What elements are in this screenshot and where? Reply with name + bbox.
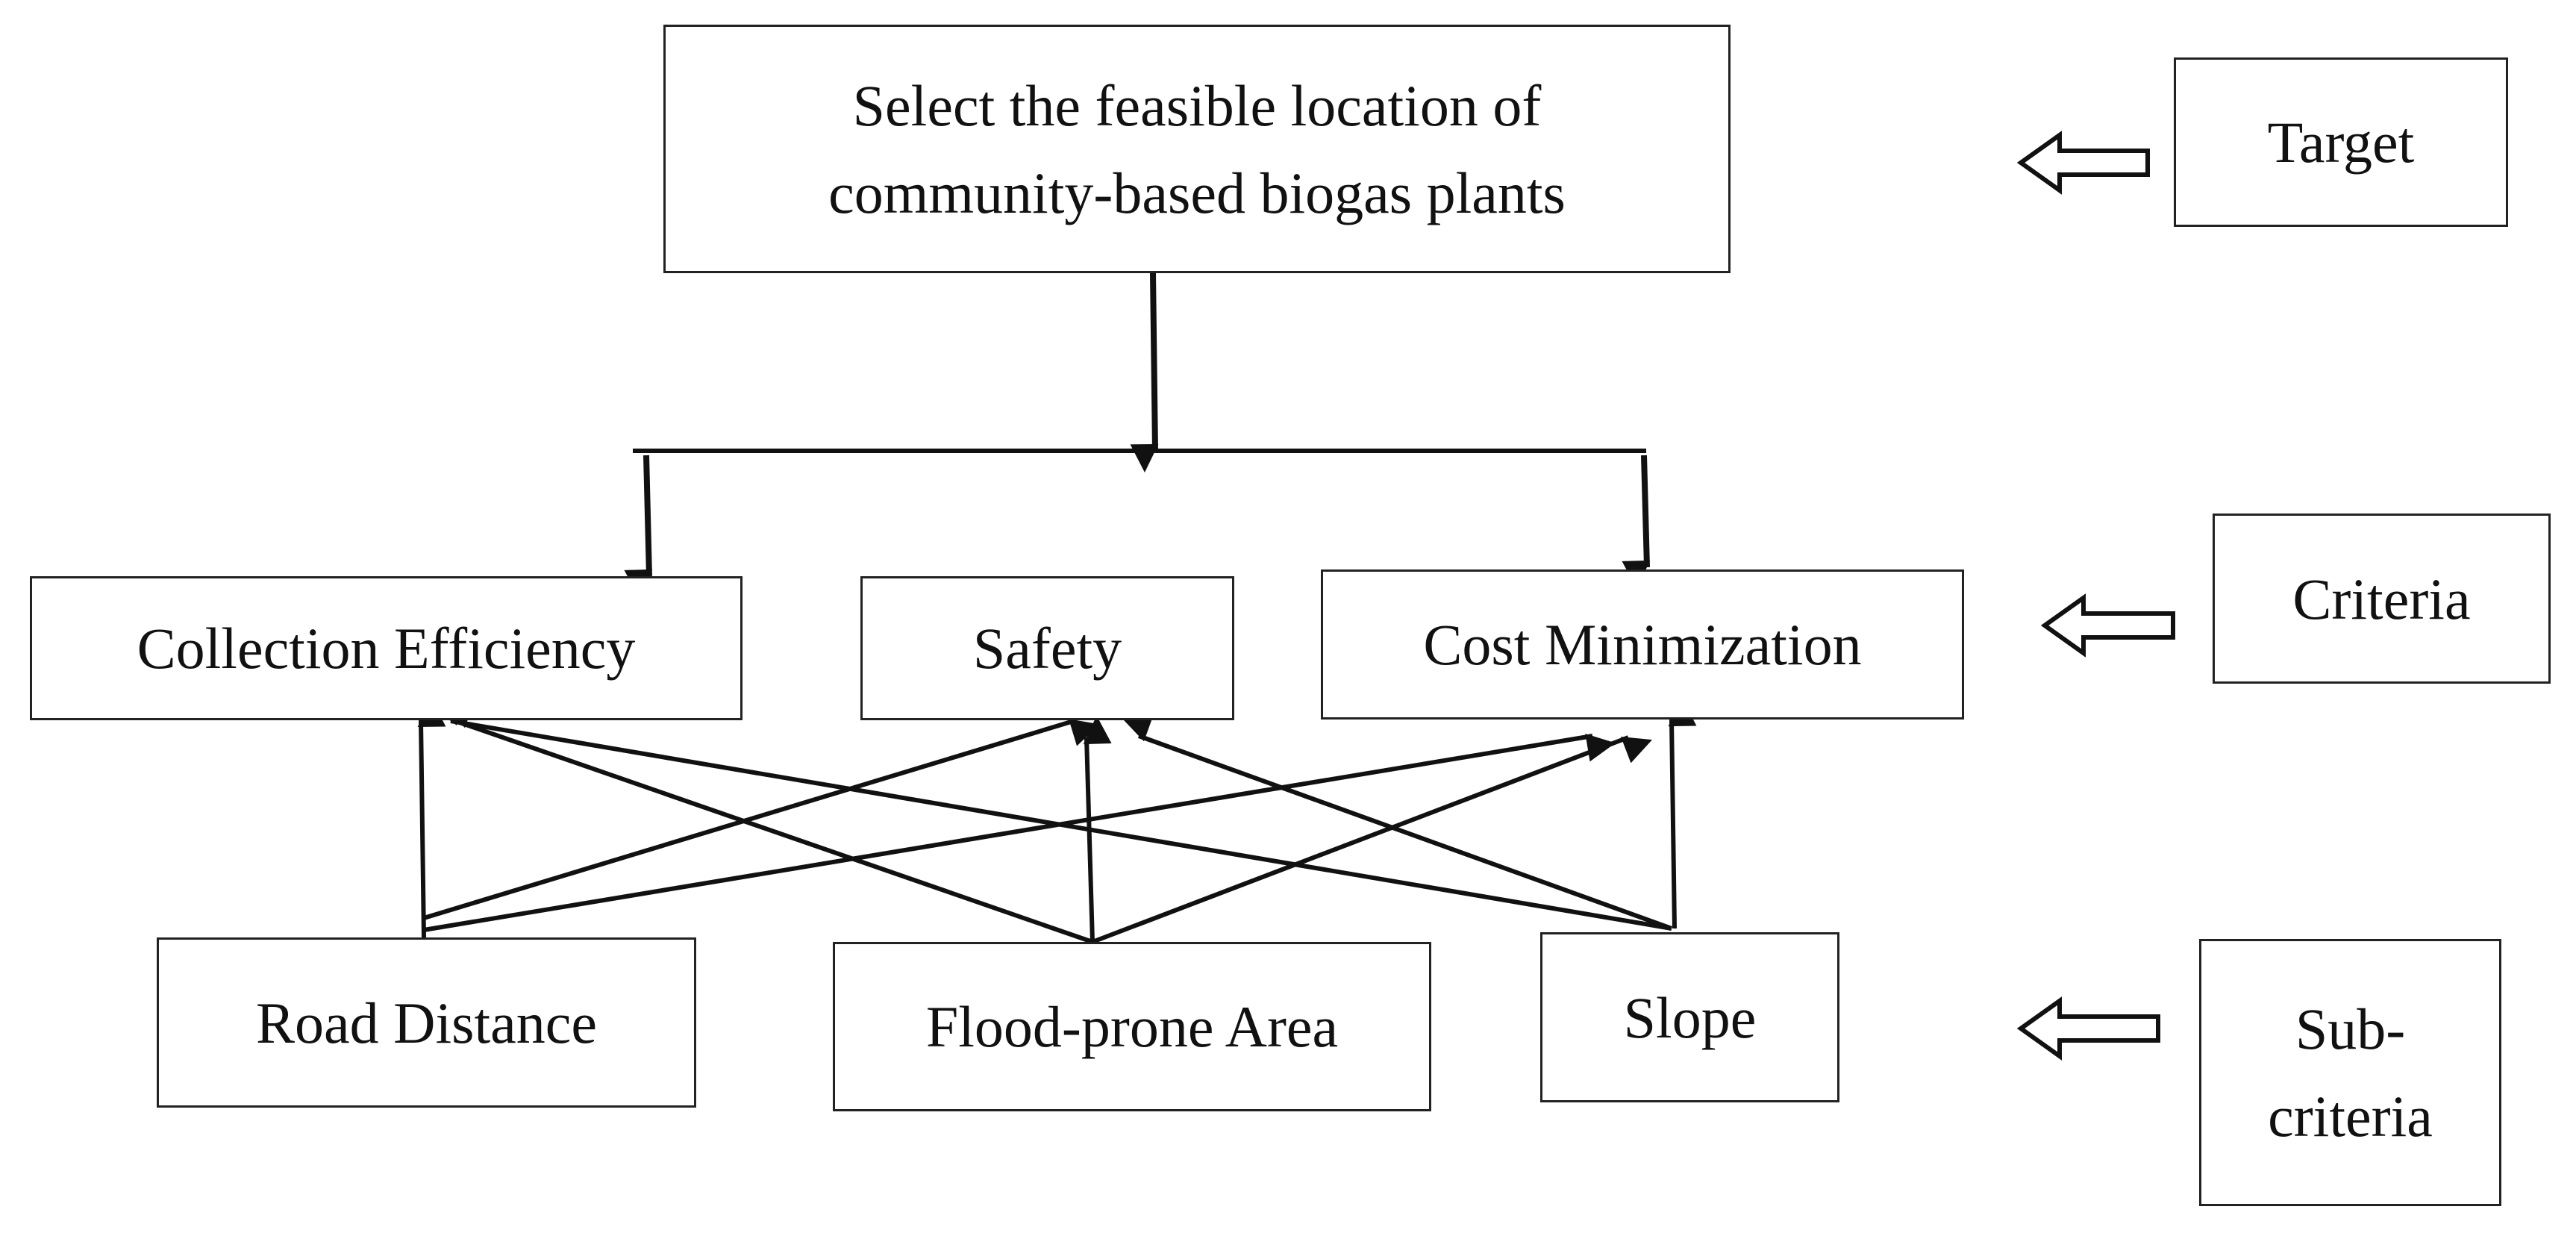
goal-down-connector (1130, 272, 1159, 472)
goal-text-line-2: community-based biogas plants (828, 160, 1566, 225)
subcriterion-label: Slope (1623, 984, 1757, 1050)
bracket-right-connector (1622, 455, 1651, 590)
criterion-collection-efficiency: Collection Efficiency (30, 576, 743, 720)
level-label-criteria: Criteria (2213, 514, 2551, 684)
bracket-left-connector (624, 455, 653, 599)
link-slope-to-collection-efficiency (431, 697, 1672, 931)
level-label-text: Criteria (2292, 566, 2471, 631)
link-slope-to-safety (1122, 714, 1673, 931)
level-label-text-line-2: criteria (2268, 1084, 2433, 1149)
criterion-label: Collection Efficiency (137, 616, 636, 681)
goal-box: Select the feasible location of communit… (663, 25, 1731, 273)
criterion-safety: Safety (860, 576, 1234, 720)
link-flood-prone-area-to-safety (1083, 715, 1112, 943)
link-road-distance-to-safety (423, 718, 1100, 920)
level-label-text-line-1: Sub- (2295, 996, 2406, 1061)
subcriterion-flood-prone-area: Flood-prone Area (833, 942, 1431, 1111)
link-flood-prone-area-to-collection-efficiency (443, 701, 1093, 944)
criterion-label: Safety (972, 616, 1122, 681)
subcriterion-label: Flood-prone Area (925, 994, 1339, 1059)
link-road-distance-to-collection-efficiency (417, 699, 446, 938)
goal-text: Select the feasible location of communit… (828, 62, 1566, 237)
subcriterion-label: Road Distance (255, 990, 598, 1055)
subcriterion-slope: Slope (1540, 932, 1839, 1102)
level-label-text: Sub- criteria (2268, 985, 2433, 1160)
subcriterion-road-distance: Road Distance (157, 937, 696, 1108)
goal-text-line-1: Select the feasible location of (852, 72, 1542, 138)
criteria-hollow-arrow-icon (2040, 593, 2175, 658)
level-label-target: Target (2174, 57, 2508, 227)
target-hollow-arrow-icon (2016, 131, 2150, 195)
level-label-subcriteria: Sub- criteria (2199, 939, 2501, 1206)
link-road-distance-to-cost-minimization (423, 734, 1616, 932)
subcriteria-hollow-arrow-icon (2016, 996, 2160, 1061)
criterion-cost-minimization: Cost Minimization (1321, 569, 1964, 720)
level-label-text: Target (2267, 110, 2415, 175)
criterion-label: Cost Minimization (1423, 612, 1862, 677)
link-slope-to-cost-minimization (1668, 697, 1697, 929)
link-flood-prone-area-to-cost-minimization (1091, 735, 1653, 944)
